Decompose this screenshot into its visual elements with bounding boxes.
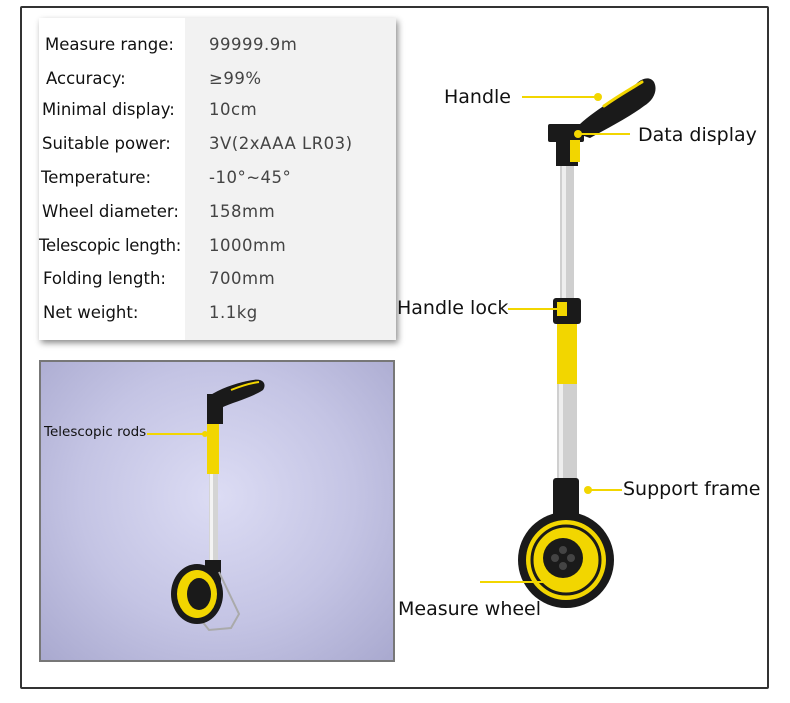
spec-label: Telescopic length: <box>39 236 182 255</box>
spec-label: Folding length: <box>43 269 166 288</box>
spec-label: Accuracy: <box>46 69 126 88</box>
support-frame <box>553 478 579 518</box>
spec-row-telescopic-length: Telescopic length: 1000mm <box>39 231 396 261</box>
spec-table: Measure range: 99999.9m Accuracy: ≥99% M… <box>39 18 396 340</box>
callout-measure-wheel: Measure wheel <box>398 598 542 620</box>
spec-value: 1.1kg <box>209 303 258 322</box>
callout-handle-lock: Handle lock <box>397 297 509 319</box>
spec-label: Measure range: <box>45 35 174 54</box>
spec-value: 158mm <box>209 202 276 221</box>
spec-row-temperature: Temperature: -10°~45° <box>39 163 396 193</box>
spec-label: Net weight: <box>43 303 139 322</box>
spec-row-wheel-diameter: Wheel diameter: 158mm <box>39 197 396 227</box>
data-display-head <box>548 124 584 142</box>
handle-grip <box>572 78 656 138</box>
spec-value: 1000mm <box>209 236 287 255</box>
spec-label: Wheel diameter: <box>42 202 179 221</box>
spec-value: 700mm <box>209 269 276 288</box>
spec-value-column <box>185 18 396 340</box>
spec-row-accuracy: Accuracy: ≥99% <box>39 64 396 94</box>
callout-data-display: Data display <box>638 124 757 146</box>
spec-label: Temperature: <box>41 168 152 187</box>
callout-handle: Handle <box>444 86 512 108</box>
spec-row-measure-range: Measure range: 99999.9m <box>39 30 396 60</box>
spec-row-folding-length: Folding length: 700mm <box>39 264 396 294</box>
callout-support-frame: Support frame <box>623 478 761 500</box>
outer-frame <box>20 6 769 689</box>
measure-wheel-hub <box>543 538 583 578</box>
spec-value: 10cm <box>209 100 258 119</box>
spec-value: 3V(2xAAA LR03) <box>209 134 353 153</box>
spec-row-net-weight: Net weight: 1.1kg <box>39 298 396 328</box>
spec-label: Minimal display: <box>42 100 175 119</box>
spec-value: -10°~45° <box>209 168 292 187</box>
spec-label-column <box>39 18 185 340</box>
spec-row-minimal-display: Minimal display: 10cm <box>39 95 396 125</box>
callout-telescopic-rods: Telescopic rods <box>44 424 147 440</box>
spec-value: 99999.9m <box>209 35 298 54</box>
spec-label: Suitable power: <box>42 134 171 153</box>
inset-wheel-illustration <box>147 379 265 632</box>
spec-value: ≥99% <box>209 69 262 88</box>
inset-photo: Telescopic rods <box>39 360 395 662</box>
spec-row-suitable-power: Suitable power: 3V(2xAAA LR03) <box>39 129 396 159</box>
lower-rod <box>557 324 577 384</box>
handle-grip-yellow-accent <box>602 80 644 108</box>
